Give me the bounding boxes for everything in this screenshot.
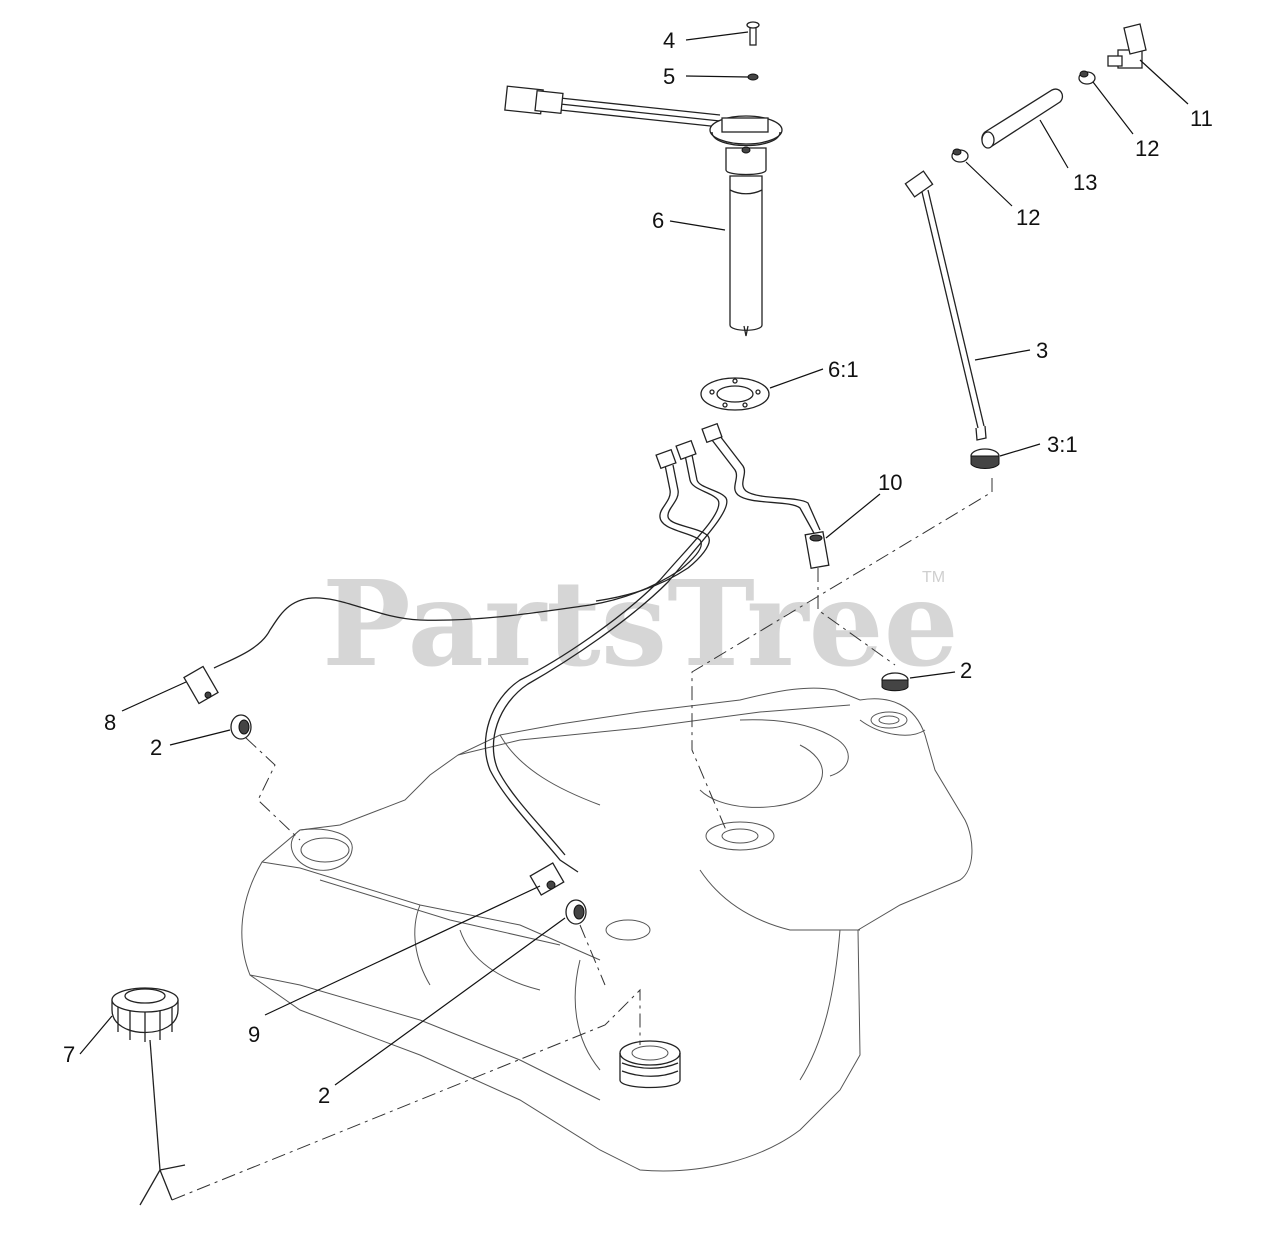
callout-labels: 4 5 6 6:1 3 3:1 11 12 12 13 10 2 8 2 9 2… xyxy=(63,28,1213,1108)
callout-6-1: 6:1 xyxy=(828,357,859,382)
callout-2-bottom: 2 xyxy=(318,1083,330,1108)
watermark-trademark: TM xyxy=(922,569,945,586)
hose-and-valve xyxy=(951,23,1147,163)
callout-13: 13 xyxy=(1073,170,1097,195)
grommets xyxy=(230,448,1000,925)
callout-2-left: 2 xyxy=(150,735,162,760)
callout-11: 11 xyxy=(1190,106,1213,131)
assembly-lines xyxy=(171,478,993,1201)
callout-9: 9 xyxy=(248,1022,260,1047)
callout-2-right: 2 xyxy=(960,658,972,683)
watermark: PartsTree TM xyxy=(322,554,959,693)
fuel-lines xyxy=(213,435,821,873)
callout-12-upper: 12 xyxy=(1135,136,1159,161)
fuel-sender xyxy=(504,21,783,337)
callout-4: 4 xyxy=(663,28,675,53)
callout-7: 7 xyxy=(63,1042,75,1067)
line-fittings xyxy=(183,422,830,896)
callout-6: 6 xyxy=(652,208,664,233)
callout-3: 3 xyxy=(1036,338,1048,363)
suction-tube xyxy=(904,170,987,441)
fuel-tank xyxy=(241,687,973,1172)
sender-gasket xyxy=(700,377,770,411)
callout-12-lower: 12 xyxy=(1016,205,1040,230)
leader-lines xyxy=(79,31,1189,1086)
watermark-text: PartsTree xyxy=(322,554,959,693)
callout-3-1: 3:1 xyxy=(1047,432,1078,457)
callout-10: 10 xyxy=(878,470,902,495)
fuel-cap xyxy=(111,987,186,1206)
callout-8: 8 xyxy=(104,710,116,735)
callout-5: 5 xyxy=(663,64,675,89)
